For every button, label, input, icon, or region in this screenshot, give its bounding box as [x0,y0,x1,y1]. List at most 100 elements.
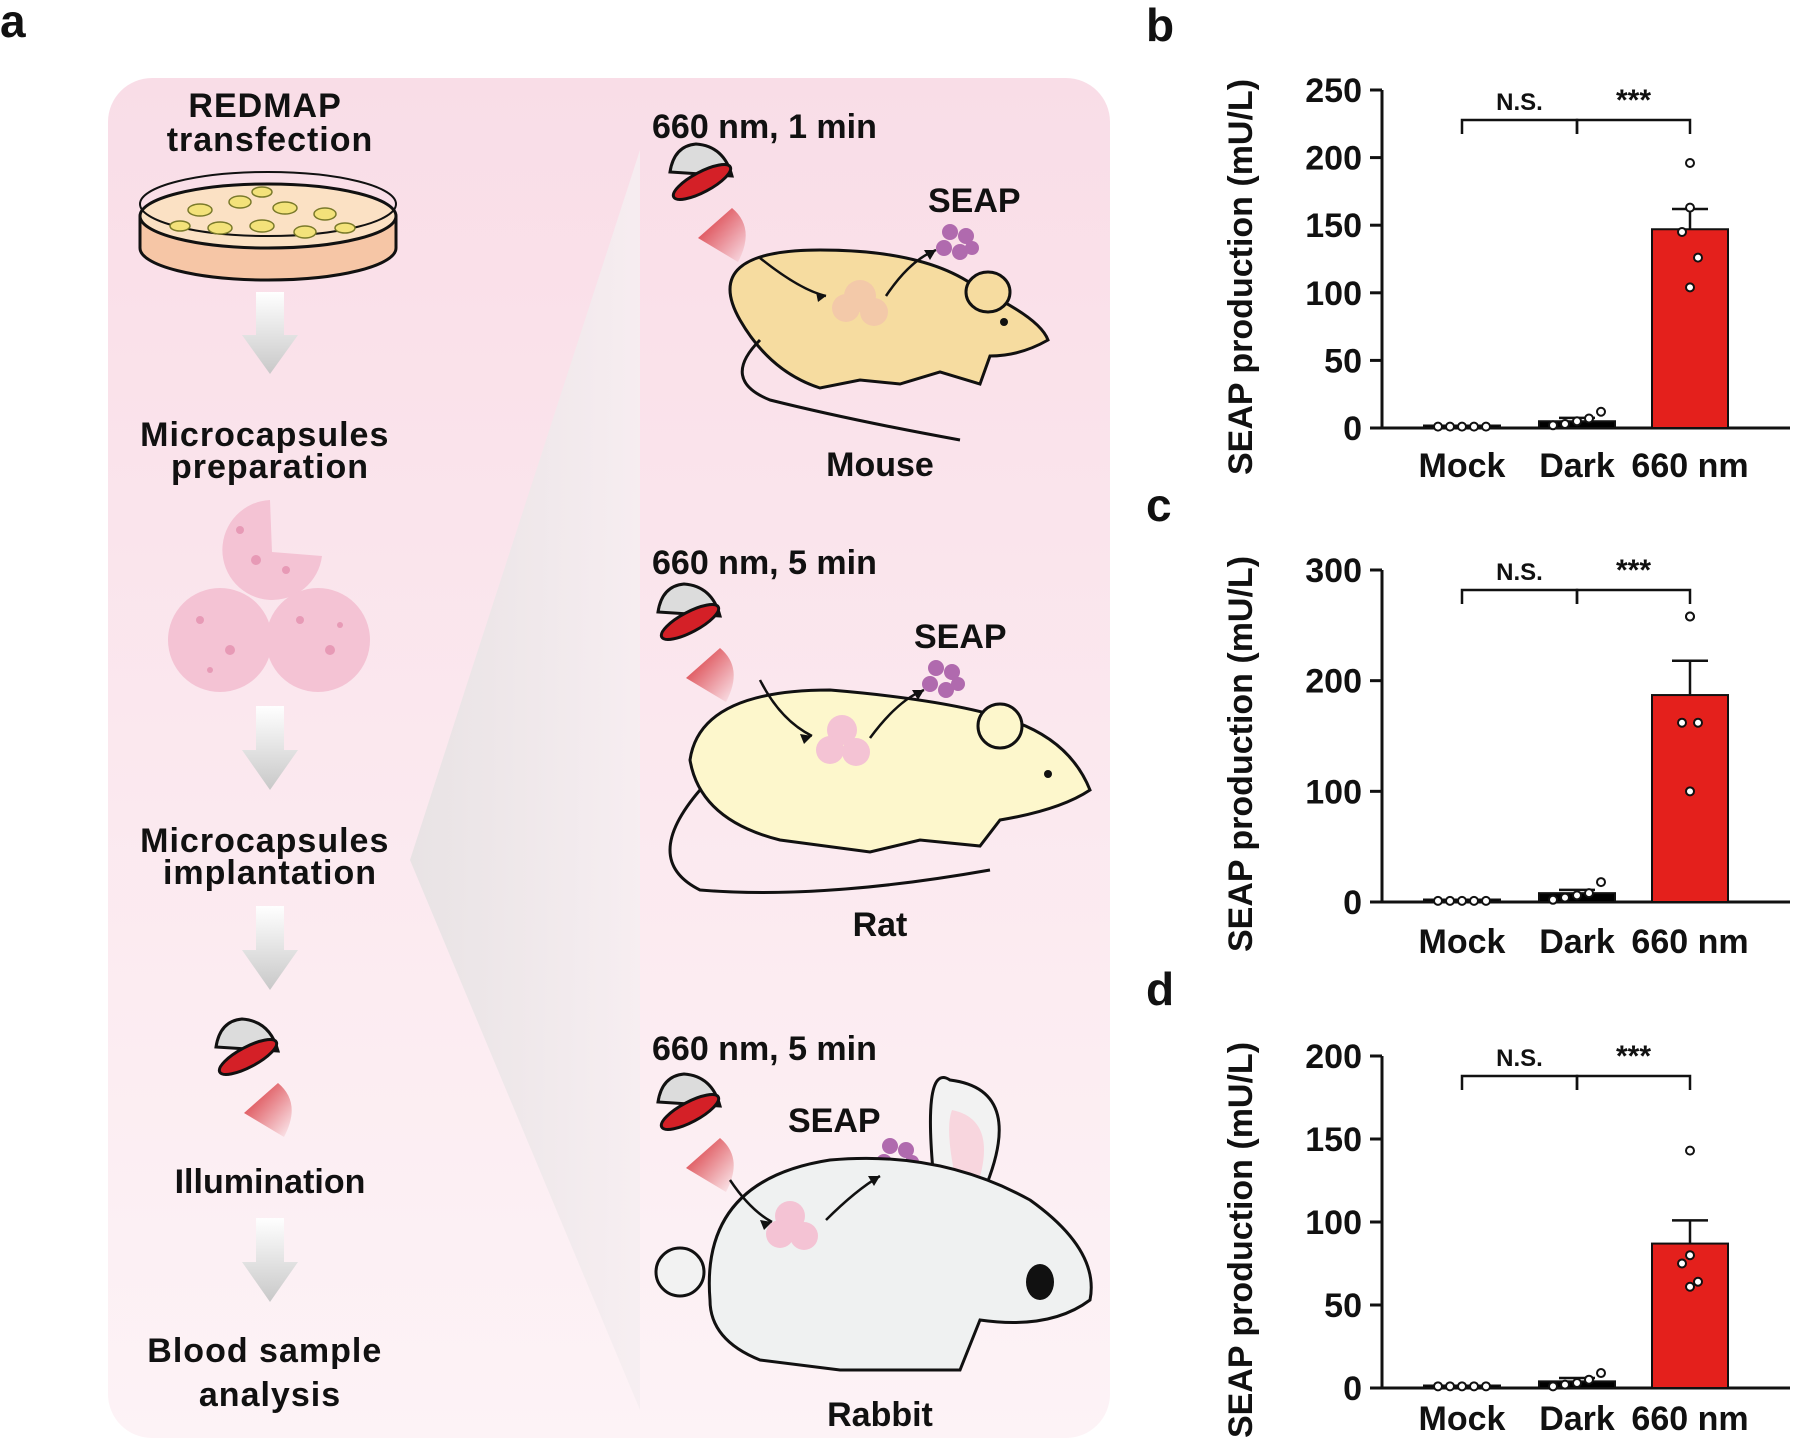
rat-icon [668,679,1092,894]
rabbit-seap-label: SEAP [788,1102,881,1140]
svg-text:REDMAP transfection: REDMAP transfection [167,87,374,159]
data-point [1469,895,1479,906]
step-label-implantation-2: implantation [163,854,377,892]
data-point [1469,421,1479,432]
rat-name-label: Rat [853,906,908,944]
significance-bracket [1460,588,1579,604]
data-point [1685,1250,1695,1261]
panel-label-d: d [1146,963,1175,1015]
y-tick-label: 100 [1305,773,1362,811]
petri-dish-icon [138,171,398,282]
x-tick-label: Dark [1539,447,1615,485]
step-label-implantation-1: Microcapsules [140,822,389,860]
data-point [1481,421,1491,432]
data-point [1596,877,1606,888]
data-point [1433,1381,1443,1392]
data-point [1693,252,1703,263]
data-point [1445,1381,1455,1392]
svg-text:Blood sample analysis: Blood sample analysis [147,1332,392,1414]
data-point [1481,895,1491,906]
significance-bracket [1460,1074,1579,1090]
data-point [1560,1379,1570,1390]
y-axis-title: SEAP production (mU/L) [1222,556,1260,952]
data-point [1445,421,1455,432]
data-point [1469,1381,1479,1392]
data-point [1685,282,1695,293]
y-axis-title: SEAP production (mU/L) [1222,79,1260,475]
y-tick-label: 150 [1305,207,1362,245]
svg-text:Microcapsules preparation: Microcapsules preparation [140,416,400,486]
significance-label: N.S. [1496,1045,1543,1072]
step-label-blood-1: Blood sample [147,1332,382,1370]
rat-seap-label: SEAP [914,618,1007,656]
microcapsules-icon [168,500,370,692]
data-point [1584,888,1594,899]
significance-bracket [1575,588,1692,604]
panel-label-c: c [1146,479,1172,531]
data-point [1693,717,1703,728]
x-tick-label: 660 nm [1631,447,1748,485]
y-tick-label: 250 [1305,72,1362,110]
significance-label: *** [1616,554,1651,587]
x-tick-label: Dark [1539,923,1615,961]
y-tick-label: 200 [1305,663,1362,701]
bar-660-nm [1651,694,1729,903]
significance-bracket [1575,1074,1692,1090]
step-label-blood-2: analysis [199,1376,341,1414]
significance-bracket [1460,118,1579,134]
data-point [1457,421,1467,432]
significance-bracket [1575,118,1692,134]
data-point [1548,1381,1558,1392]
step-label-preparation-2: preparation [171,448,369,486]
down-arrow-1 [242,292,298,374]
data-point [1685,611,1695,622]
significance-label: N.S. [1496,559,1543,586]
down-arrow-3 [242,906,298,990]
mouse-icon [728,248,1050,442]
y-tick-label: 50 [1324,342,1362,380]
y-tick-label: 300 [1305,552,1362,590]
x-tick-label: 660 nm [1631,1400,1748,1438]
y-tick-label: 0 [1343,410,1362,448]
data-point [1548,894,1558,905]
y-tick-label: 50 [1324,1287,1362,1325]
data-point [1560,418,1570,429]
data-point [1433,895,1443,906]
mouse-illumination-label: 660 nm, 1 min [652,108,877,146]
rabbit-icon [654,1076,1093,1372]
data-point [1560,892,1570,903]
down-arrow-2 [242,706,298,790]
data-point [1693,1276,1703,1287]
data-point [1572,1378,1582,1389]
data-point [1596,406,1606,417]
bar-660-nm [1651,1242,1729,1389]
panel-label-b: b [1146,0,1175,51]
step-label-transfection-1: REDMAP [188,87,341,125]
significance-label: *** [1616,1040,1651,1073]
rabbit-name-label: Rabbit [827,1396,933,1434]
data-point [1572,416,1582,427]
x-tick-label: 660 nm [1631,923,1748,961]
significance-label: N.S. [1496,89,1543,116]
significance-label: *** [1616,84,1651,117]
rat-seap-molecule-icon [922,660,965,698]
experiment-scheme: REDMAP transfection Microcapsules prepar… [108,78,1110,1438]
data-point [1685,786,1695,797]
data-point [1685,202,1695,213]
y-tick-label: 100 [1305,1204,1362,1242]
rabbit-illumination-label: 660 nm, 5 min [652,1030,877,1068]
down-arrow-4 [242,1218,298,1302]
y-tick-label: 150 [1305,1121,1362,1159]
x-tick-label: Mock [1419,447,1506,485]
y-tick-label: 100 [1305,275,1362,313]
data-point [1481,1381,1491,1392]
svg-text:Microcapsules implantation: Microcapsules implantation [140,822,400,892]
y-tick-label: 0 [1343,884,1362,922]
x-tick-label: Mock [1419,1400,1506,1438]
data-point [1457,895,1467,906]
data-point [1584,1374,1594,1385]
data-point [1677,1258,1687,1269]
